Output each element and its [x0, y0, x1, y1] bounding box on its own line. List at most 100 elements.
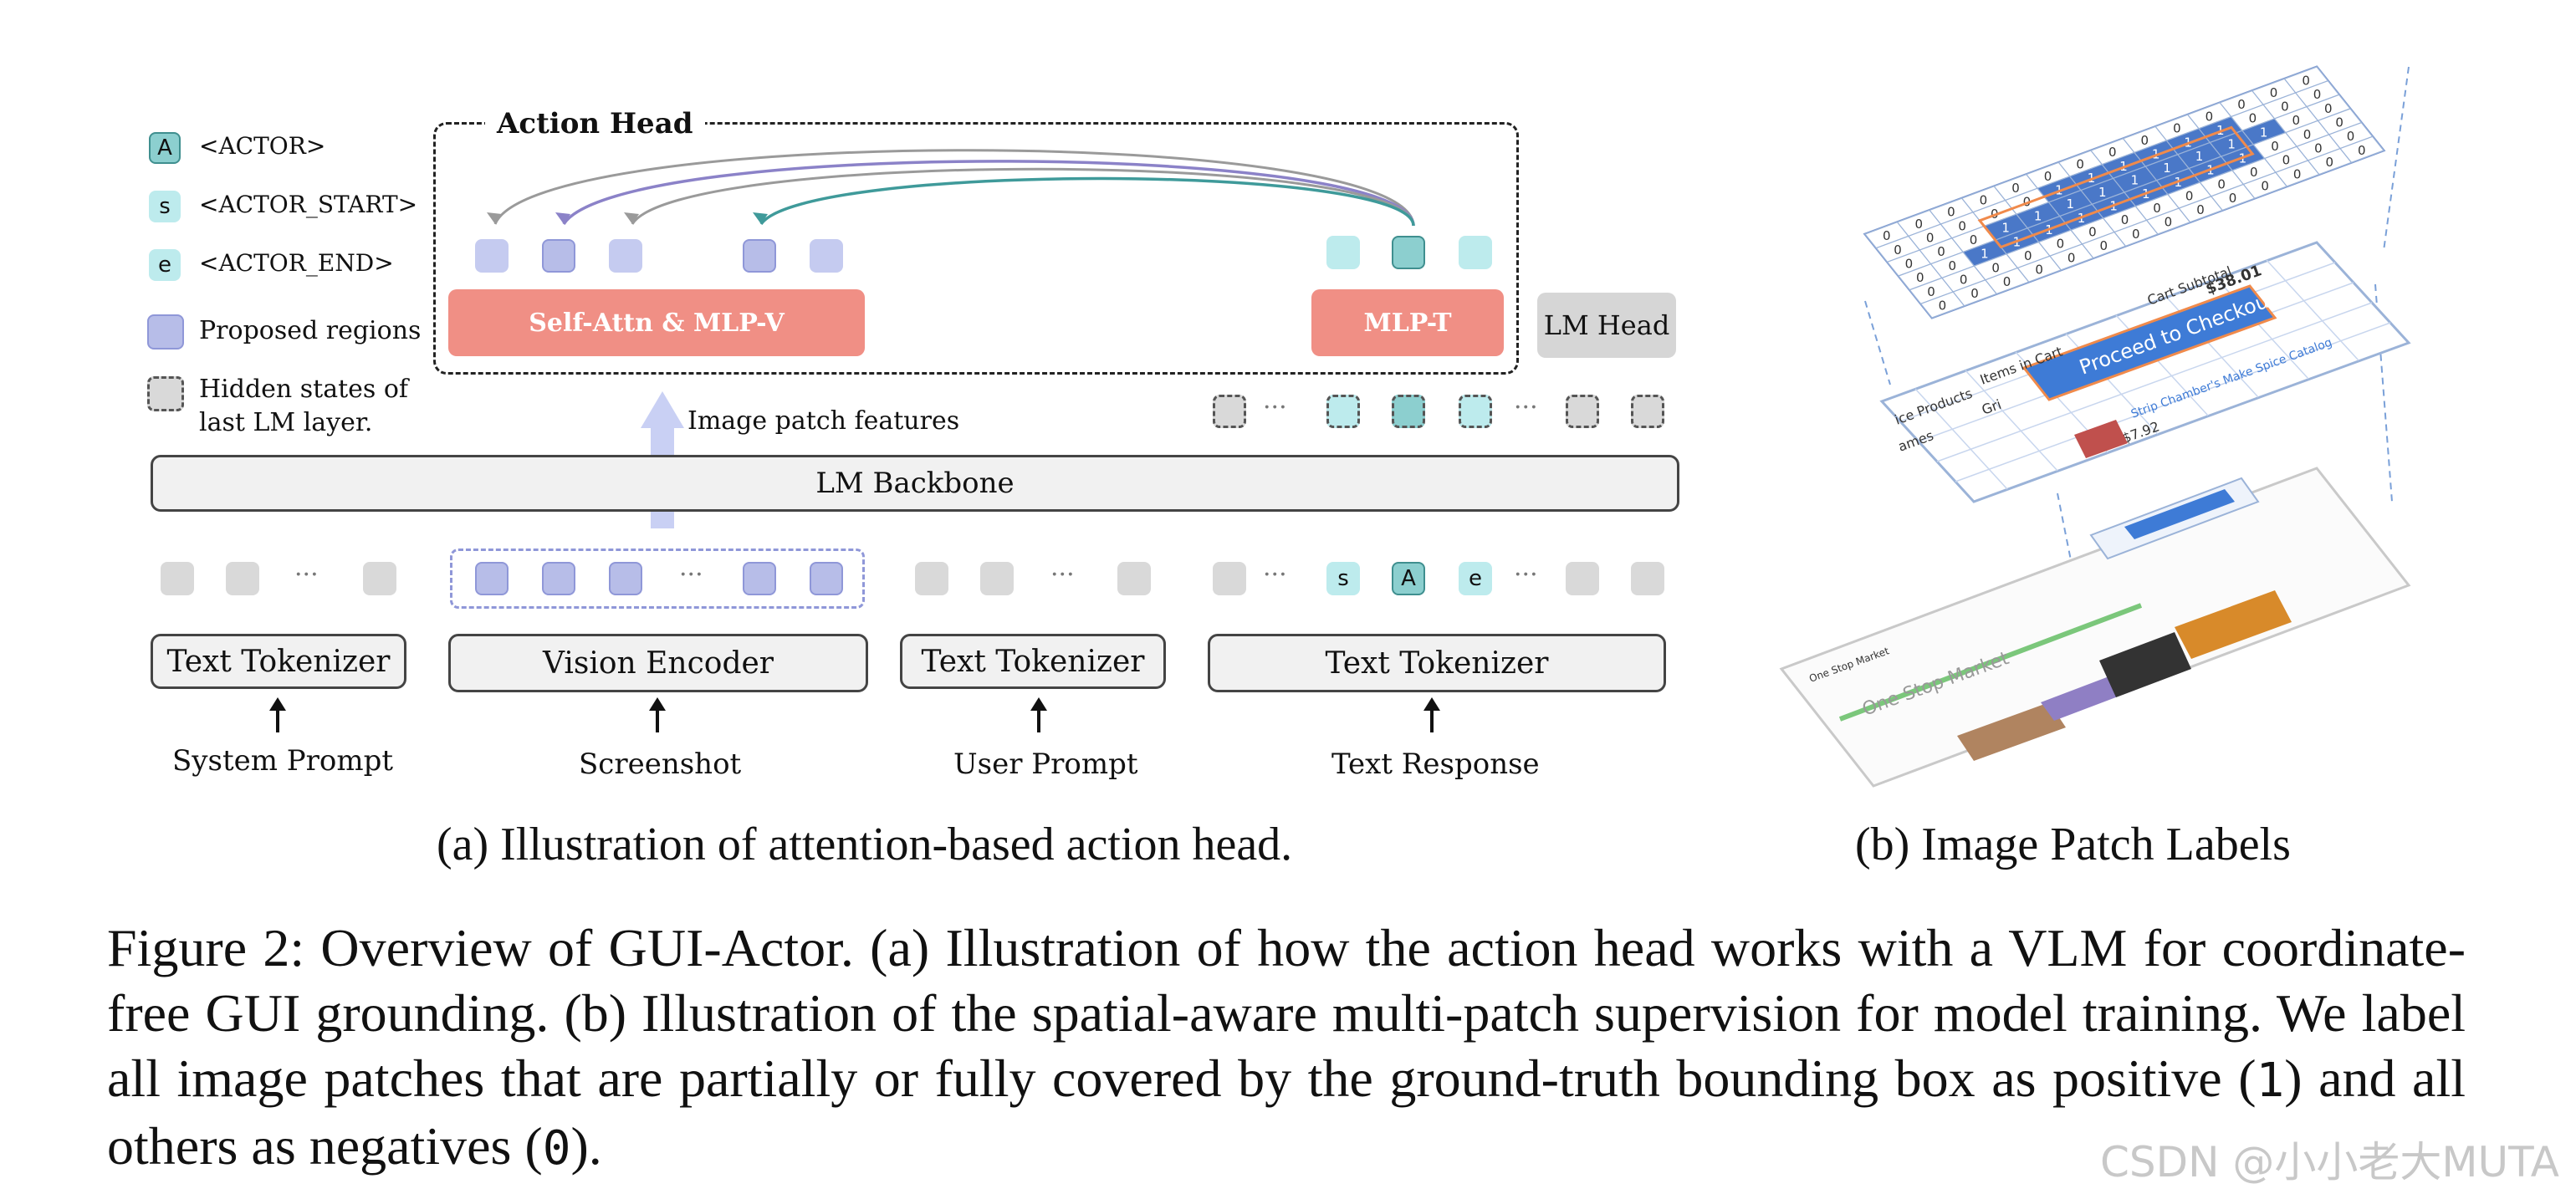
patch-label-value: 0 [2076, 156, 2084, 171]
hidden-states-legend-label-1: Hidden states of [199, 375, 409, 404]
patch-label-value: 0 [2067, 250, 2076, 265]
patch-label-value: 0 [2325, 155, 2333, 170]
figure-caption-part3: ). [570, 1116, 602, 1176]
resp-token-1 [1213, 562, 1246, 595]
patch-label-value: 0 [1883, 228, 1891, 243]
patch-label-value: 0 [1958, 218, 1966, 233]
hidden-state-end [1459, 395, 1492, 428]
head-token-1 [475, 239, 509, 273]
attention-arc-1 [493, 149, 1415, 227]
patch-label-value: 0 [2237, 97, 2246, 112]
patch-label-value: 1 [2163, 161, 2171, 176]
figure-caption-part1: Figure 2: Overview of GUI-Actor. (a) Ill… [107, 918, 2466, 1108]
patch-label-value: 0 [1939, 298, 1947, 314]
resp-token-6 [1566, 562, 1599, 595]
user-prompt-label: User Prompt [953, 748, 1138, 781]
vis-ellipsis: ··· [679, 560, 703, 589]
patch-label-value: 0 [1894, 242, 1902, 258]
figure-caption: Figure 2: Overview of GUI-Actor. (a) Ill… [107, 916, 2466, 1181]
attention-arc-2 [562, 160, 1415, 227]
zoomed-grid-layer [1879, 241, 2411, 503]
patch-label-value: 0 [2044, 169, 2052, 184]
patch-label-value: 0 [2185, 189, 2194, 204]
user-token-3 [1117, 562, 1151, 595]
patch-label-value: 0 [2057, 237, 2065, 252]
patch-label-value: 0 [2196, 202, 2205, 217]
resp-token-end: e [1459, 562, 1492, 595]
head-token-5 [810, 239, 843, 273]
resp-token-start: s [1326, 562, 1360, 595]
image-patch-features-arrowhead [641, 391, 684, 428]
patch-label-value: 1 [2260, 125, 2268, 140]
patch-label-value: 0 [2293, 166, 2302, 181]
patch-label-value: 0 [2121, 212, 2129, 227]
checkout-button [2021, 284, 2277, 401]
actor-end-legend-swatch: e [149, 249, 181, 281]
negative-label-value: 0 [542, 1121, 571, 1176]
patch-label-value: 0 [2314, 140, 2323, 156]
hidden-state-6 [1566, 395, 1599, 428]
attention-arrowhead-1 [487, 212, 502, 224]
attention-arc-3 [631, 167, 1415, 227]
product-image-3 [2099, 632, 2191, 697]
hidden-states-legend-swatch [147, 376, 184, 411]
text-tokenizer-user: Text Tokenizer [900, 634, 1166, 689]
patch-label-value: 0 [1970, 232, 1978, 247]
patch-label-value: 1 [2034, 208, 2042, 223]
user-token-1 [915, 562, 948, 595]
text-tokenizer-system: Text Tokenizer [151, 634, 406, 689]
patch-label-value: 0 [2229, 191, 2237, 206]
actor-token-legend-swatch: A [149, 132, 181, 164]
system-prompt-arrow [269, 697, 286, 732]
actor-token-legend-label: <ACTOR> [199, 132, 326, 160]
patch-label-value: 0 [2313, 87, 2322, 102]
head-token-2 [542, 239, 575, 273]
patch-label-value: 0 [1980, 192, 1988, 207]
patch-label-value: 0 [1937, 244, 1945, 259]
hidden-state-7 [1631, 395, 1664, 428]
patch-label-value: 1 [2131, 173, 2139, 188]
patch-label-value: 0 [2165, 215, 2173, 230]
attention-arrowhead-4 [753, 212, 768, 224]
vision-tokens-group [450, 549, 865, 609]
patch-label-value: 0 [2011, 181, 2020, 196]
patch-label-value: 0 [2282, 153, 2291, 168]
patch-cell [2339, 135, 2384, 163]
patch-label-value: 1 [2227, 137, 2236, 152]
subcaption-b: (b) Image Patch Labels [1855, 819, 2291, 870]
watermark: CSDN @小小老大MUTA [2099, 1138, 2559, 1186]
hidden-states-legend-label-2: last LM layer. [199, 408, 373, 437]
resp-ellipsis-2: ··· [1514, 560, 1538, 589]
user-token-2 [980, 562, 1014, 595]
action-head-title: Action Head [485, 107, 705, 140]
patch-label-value: 0 [2324, 101, 2333, 116]
attention-arrowhead-3 [624, 212, 639, 224]
patch-label-value: 0 [2281, 99, 2289, 114]
patch-label-value: 0 [2270, 85, 2278, 100]
sys-token-3 [363, 562, 396, 595]
head-token-3 [609, 239, 642, 273]
patch-label-value: 0 [2173, 121, 2181, 136]
vis-token-2 [542, 562, 575, 595]
ground-truth-box [1977, 125, 2255, 249]
screenshot-label: Screenshot [579, 748, 742, 781]
patch-label-value: 0 [2249, 111, 2257, 126]
patch-label-value: 0 [2024, 248, 2032, 263]
patch-label-value: 0 [2108, 145, 2117, 160]
patch-label-value: 0 [2132, 227, 2140, 242]
head-token-4 [743, 239, 776, 273]
hidden-ellipsis-2: ··· [1514, 393, 1538, 422]
self-attn-mlp-v-block: Self-Attn & MLP-V [448, 289, 865, 356]
patch-label-value: 1 [2098, 185, 2107, 200]
patch-label-value: 0 [2153, 201, 2161, 216]
screenshot-arrow [649, 697, 666, 732]
patch-label-value: 1 [1981, 247, 1989, 262]
user-ellipsis: ··· [1050, 560, 1075, 589]
proposed-regions-legend-label: Proposed regions [199, 316, 422, 345]
patch-label-value: 0 [1927, 284, 1935, 299]
lm-head-block: LM Head [1537, 293, 1676, 358]
patch-label-value: 0 [1905, 257, 1914, 272]
resp-ellipsis-1: ··· [1263, 560, 1287, 589]
